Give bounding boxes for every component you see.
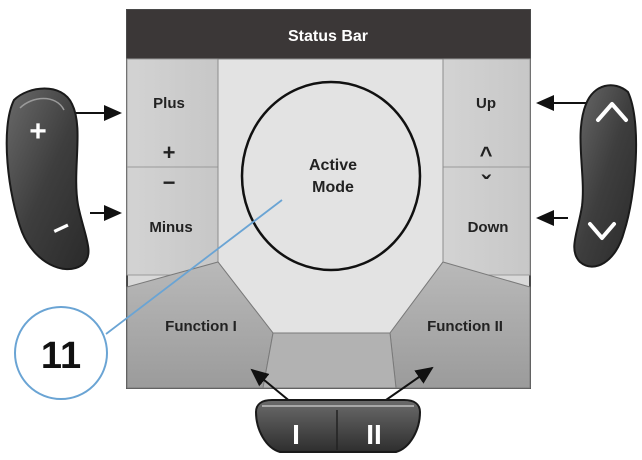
bottom-center-zone bbox=[262, 332, 397, 389]
plus-label: Plus bbox=[153, 95, 185, 112]
minus-zone[interactable] bbox=[126, 166, 219, 276]
screen-panel: Status Bar Plus + − Minus Up ^ ˇ Down Ac… bbox=[126, 9, 531, 389]
arrow-function-2 bbox=[385, 366, 434, 401]
up-label: Up bbox=[476, 95, 496, 112]
callout: 11 bbox=[14, 199, 283, 400]
right-remote-up-icon bbox=[596, 102, 628, 122]
bottom-remote: I II bbox=[254, 399, 422, 453]
plus-zone[interactable] bbox=[126, 58, 219, 168]
active-mode-label-line1: Active bbox=[309, 157, 357, 174]
callout-circle bbox=[14, 306, 108, 400]
right-remote bbox=[573, 84, 638, 268]
function-2-label: Function II bbox=[427, 318, 503, 335]
left-remote: + − bbox=[5, 87, 90, 271]
callout-number: 11 bbox=[41, 335, 81, 377]
left-remote-plus-icon: + bbox=[29, 115, 47, 148]
function-2-zone[interactable] bbox=[389, 261, 531, 389]
right-remote-down-icon bbox=[588, 222, 616, 240]
bottom-remote-ii-icon: II bbox=[366, 419, 382, 450]
active-mode-label-line2: Mode bbox=[312, 179, 354, 196]
active-mode-circle bbox=[240, 80, 422, 272]
down-symbol: ˇ bbox=[482, 170, 492, 200]
down-label: Down bbox=[468, 219, 509, 236]
active-mode-zone[interactable] bbox=[217, 58, 444, 334]
minus-symbol: − bbox=[163, 170, 176, 195]
up-zone[interactable] bbox=[442, 58, 531, 168]
up-symbol: ^ bbox=[480, 142, 493, 167]
plus-symbol: + bbox=[163, 140, 176, 165]
status-bar-label: Status Bar bbox=[288, 28, 368, 45]
function-1-label: Function I bbox=[165, 318, 237, 335]
bottom-remote-i-icon: I bbox=[292, 419, 300, 450]
arrow-function-1 bbox=[250, 368, 293, 404]
minus-label: Minus bbox=[149, 219, 192, 236]
callout-leader-line bbox=[105, 199, 283, 335]
arrows bbox=[72, 95, 588, 404]
status-bar: Status Bar bbox=[127, 10, 530, 59]
